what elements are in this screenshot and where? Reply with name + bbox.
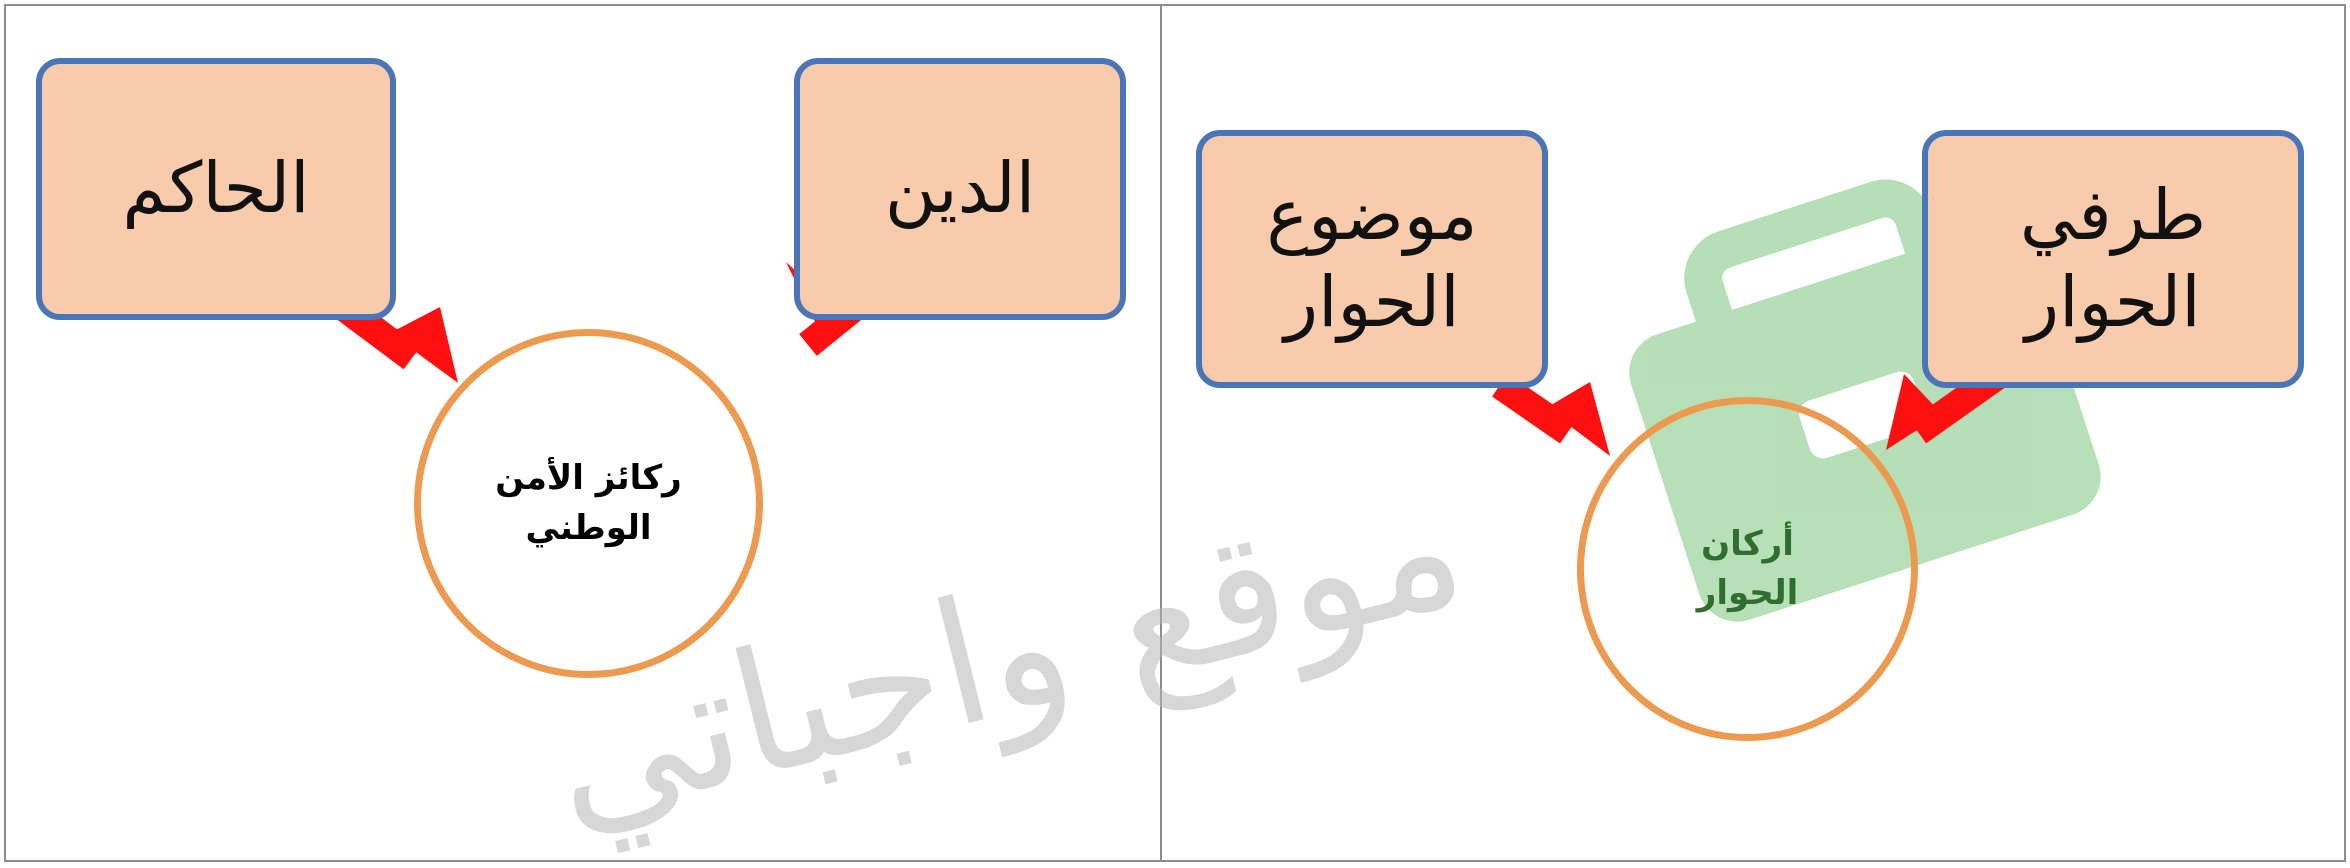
dialogue-topic-line-1: موضوع — [1266, 173, 1478, 256]
dialogue-parties-line-1: طرفي — [2019, 173, 2207, 256]
dialogue-parties-box: طرفي الحوار — [1922, 130, 2304, 388]
religion-label: الدين — [884, 147, 1036, 230]
dialogue-topic-line-2: الحوار — [1284, 261, 1460, 343]
pillars-line-2: الحوار — [1696, 573, 1799, 613]
national-security-circle: ركائز الأمن الوطني — [414, 329, 763, 678]
dialogue-parties-line-2: الحوار — [2025, 261, 2201, 343]
dialogue-topic-box: موضوع الحوار — [1196, 130, 1548, 388]
dialogue-pillars-circle: أركان الحوار — [1577, 397, 1918, 741]
religion-box: الدين — [794, 58, 1126, 320]
circle-line-1: ركائز الأمن — [495, 458, 682, 499]
ruler-label: الحاكم — [122, 147, 310, 230]
circle-line-2: الوطني — [525, 507, 652, 548]
ruler-box: الحاكم — [36, 58, 396, 320]
pillars-line-1: أركان — [1701, 523, 1794, 564]
arrow-right-panel-from-left — [1492, 373, 1610, 456]
